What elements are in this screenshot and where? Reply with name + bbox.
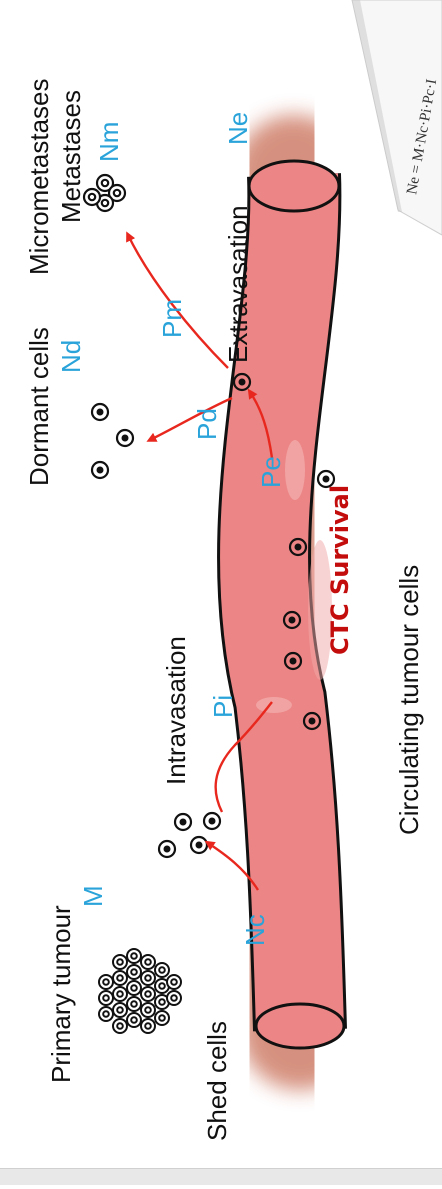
pd-label: Pd xyxy=(192,408,222,440)
shed-cells-label: Shed cells xyxy=(202,1021,232,1141)
pi-label: Pi xyxy=(208,695,238,718)
pe-label: Pe xyxy=(256,456,286,488)
nc-label: Nc xyxy=(240,914,270,946)
metastases-label: Metastases xyxy=(56,90,86,223)
bottom-scroll-bar xyxy=(0,1168,442,1185)
m-label: M xyxy=(78,885,108,907)
micrometastases-label: Micrometastases xyxy=(24,79,54,276)
vessel-top-opening xyxy=(249,161,339,211)
nd-label: Nd xyxy=(56,340,86,373)
pm-label: Pm xyxy=(157,299,187,338)
dormant-cells-label: Dormant cells xyxy=(24,327,54,486)
ctc-label: Circulating tumour cells xyxy=(394,565,424,835)
extravasation-label: Extravasation xyxy=(223,205,253,363)
shed-cells xyxy=(159,813,220,857)
ne-label: Ne xyxy=(223,112,253,145)
ctc-survival-label: CTC Survival xyxy=(326,485,354,655)
metastases-cluster xyxy=(84,175,125,211)
primary-tumour-label: Primary tumour xyxy=(46,905,76,1083)
formula-note: Ne = M·Nc·Pi·Pc·I xyxy=(352,0,442,235)
primary-tumour-cluster xyxy=(99,949,181,1033)
dormant-cells xyxy=(92,404,133,478)
nm-label: Nm xyxy=(94,122,124,162)
intravasation-label: Intravasation xyxy=(161,636,191,785)
vessel-bottom-opening xyxy=(256,1004,344,1048)
